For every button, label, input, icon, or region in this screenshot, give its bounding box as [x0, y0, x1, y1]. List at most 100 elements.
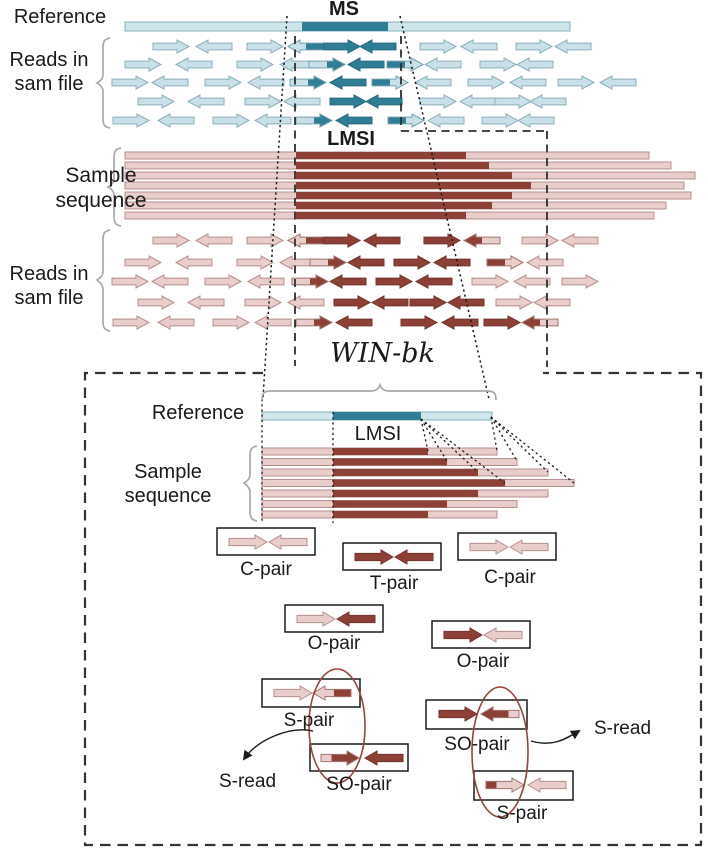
read-arrow	[423, 233, 462, 248]
pair-label-c-pair-1: C-pair	[240, 559, 292, 580]
s-read-arrow-right	[530, 729, 581, 744]
zoom-projection-left	[262, 15, 288, 399]
read-arrow	[387, 113, 426, 128]
reference-bar-top	[124, 21, 571, 32]
sequence-bar-segment	[296, 202, 492, 209]
read-arrow	[423, 57, 462, 72]
read-arrow	[512, 274, 551, 289]
read-arrow	[521, 233, 560, 248]
sequence-bar-segment	[333, 500, 447, 508]
read-arrow	[244, 94, 283, 109]
read-arrow	[152, 233, 191, 248]
pair-boxes	[216, 527, 574, 801]
read-arrow	[236, 57, 275, 72]
reads-blue-rows	[111, 39, 637, 128]
read-arrow	[557, 75, 596, 90]
read-arrow	[515, 57, 554, 72]
read-arrow	[328, 274, 367, 289]
lmsi-zoom-label: LMSI	[354, 423, 402, 445]
pair-arrow	[509, 539, 549, 555]
read-arrow	[253, 315, 292, 330]
read-arrow	[244, 295, 283, 310]
brace-win-bk	[261, 382, 497, 401]
pair-arrow	[438, 706, 478, 722]
sample-zoom-line2: sequence	[124, 484, 212, 507]
pair-arrow	[443, 627, 483, 643]
s-read-ellipse-left	[308, 668, 366, 784]
read-arrow	[495, 295, 534, 310]
pair-label-s-pair-bottom: S-pair	[496, 803, 548, 824]
read-arrow	[528, 94, 567, 109]
read-arrow	[150, 75, 189, 90]
sequence-bar-segment	[296, 162, 489, 169]
pair-label-o-pair-2: O-pair	[456, 651, 510, 672]
sample-top-line2: sequence	[55, 188, 147, 212]
read-arrow	[124, 57, 163, 72]
read-arrow	[459, 39, 498, 54]
read-arrow	[334, 315, 373, 330]
read-arrow	[186, 94, 225, 109]
read-arrow	[400, 315, 439, 330]
brace-sample-top	[106, 147, 122, 227]
braces	[95, 37, 497, 522]
pair-arrow	[364, 750, 404, 766]
read-arrow	[194, 39, 233, 54]
read-arrow	[112, 315, 151, 330]
read-arrow	[152, 39, 191, 54]
read-arrow	[467, 75, 506, 90]
reference-bar-zoom	[261, 411, 493, 421]
read-arrow	[486, 255, 525, 270]
read-arrow	[286, 39, 325, 54]
read-arrow	[156, 113, 195, 128]
read-arrow	[286, 233, 325, 248]
read-arrow	[246, 233, 285, 248]
pair-arrow	[273, 685, 313, 701]
read-arrow	[370, 295, 409, 310]
sample-top-line1: Sample	[65, 164, 137, 187]
read-arrow	[329, 94, 368, 109]
reads-top-line1: Reads in	[9, 49, 89, 71]
lmsi-top-label: LMSI	[327, 128, 375, 150]
read-arrow	[111, 274, 150, 289]
read-arrow	[560, 233, 599, 248]
read-arrow	[409, 295, 448, 310]
s-read-label-left: S-read	[218, 771, 277, 792]
read-arrow	[375, 274, 414, 289]
pair-arrow	[483, 627, 523, 643]
read-arrow	[508, 75, 547, 90]
read-arrow	[413, 75, 452, 90]
read-arrow	[236, 255, 275, 270]
read-arrow	[212, 315, 251, 330]
read-arrow	[561, 274, 600, 289]
read-arrow	[553, 39, 592, 54]
read-arrow	[494, 94, 533, 109]
reads-top-line2: sam file	[14, 72, 84, 95]
read-arrow	[346, 57, 385, 72]
sequence-bar-segment	[333, 490, 478, 497]
pair-arrow	[354, 549, 394, 565]
read-arrow	[246, 274, 285, 289]
window-fan-lines	[490, 416, 575, 484]
sample-zoom-label: Sample sequence	[108, 461, 228, 508]
pair-label-t-pair: T-pair	[369, 573, 419, 594]
s-read-label-right: S-read	[593, 718, 652, 739]
read-arrow	[462, 233, 501, 248]
sequence-bar-segment	[296, 152, 466, 159]
zoom-projection-right	[399, 15, 490, 400]
read-arrow	[323, 233, 362, 248]
sample-top-label: Sample sequence	[36, 164, 166, 214]
sample-sequence-bars	[124, 151, 696, 220]
read-arrow	[137, 94, 176, 109]
read-arrow	[328, 75, 367, 90]
read-arrow	[286, 295, 325, 310]
pair-label-c-pair-2: C-pair	[484, 567, 536, 588]
reads-top-label: Reads in sam file	[0, 49, 98, 96]
read-arrow	[246, 39, 285, 54]
pair-arrow	[485, 777, 525, 793]
read-arrow	[150, 274, 189, 289]
read-arrow	[371, 75, 410, 90]
read-arrow	[432, 255, 471, 270]
read-arrow	[323, 39, 362, 54]
read-arrow	[334, 113, 373, 128]
pair-label-s-pair-left: S-pair	[283, 710, 335, 731]
